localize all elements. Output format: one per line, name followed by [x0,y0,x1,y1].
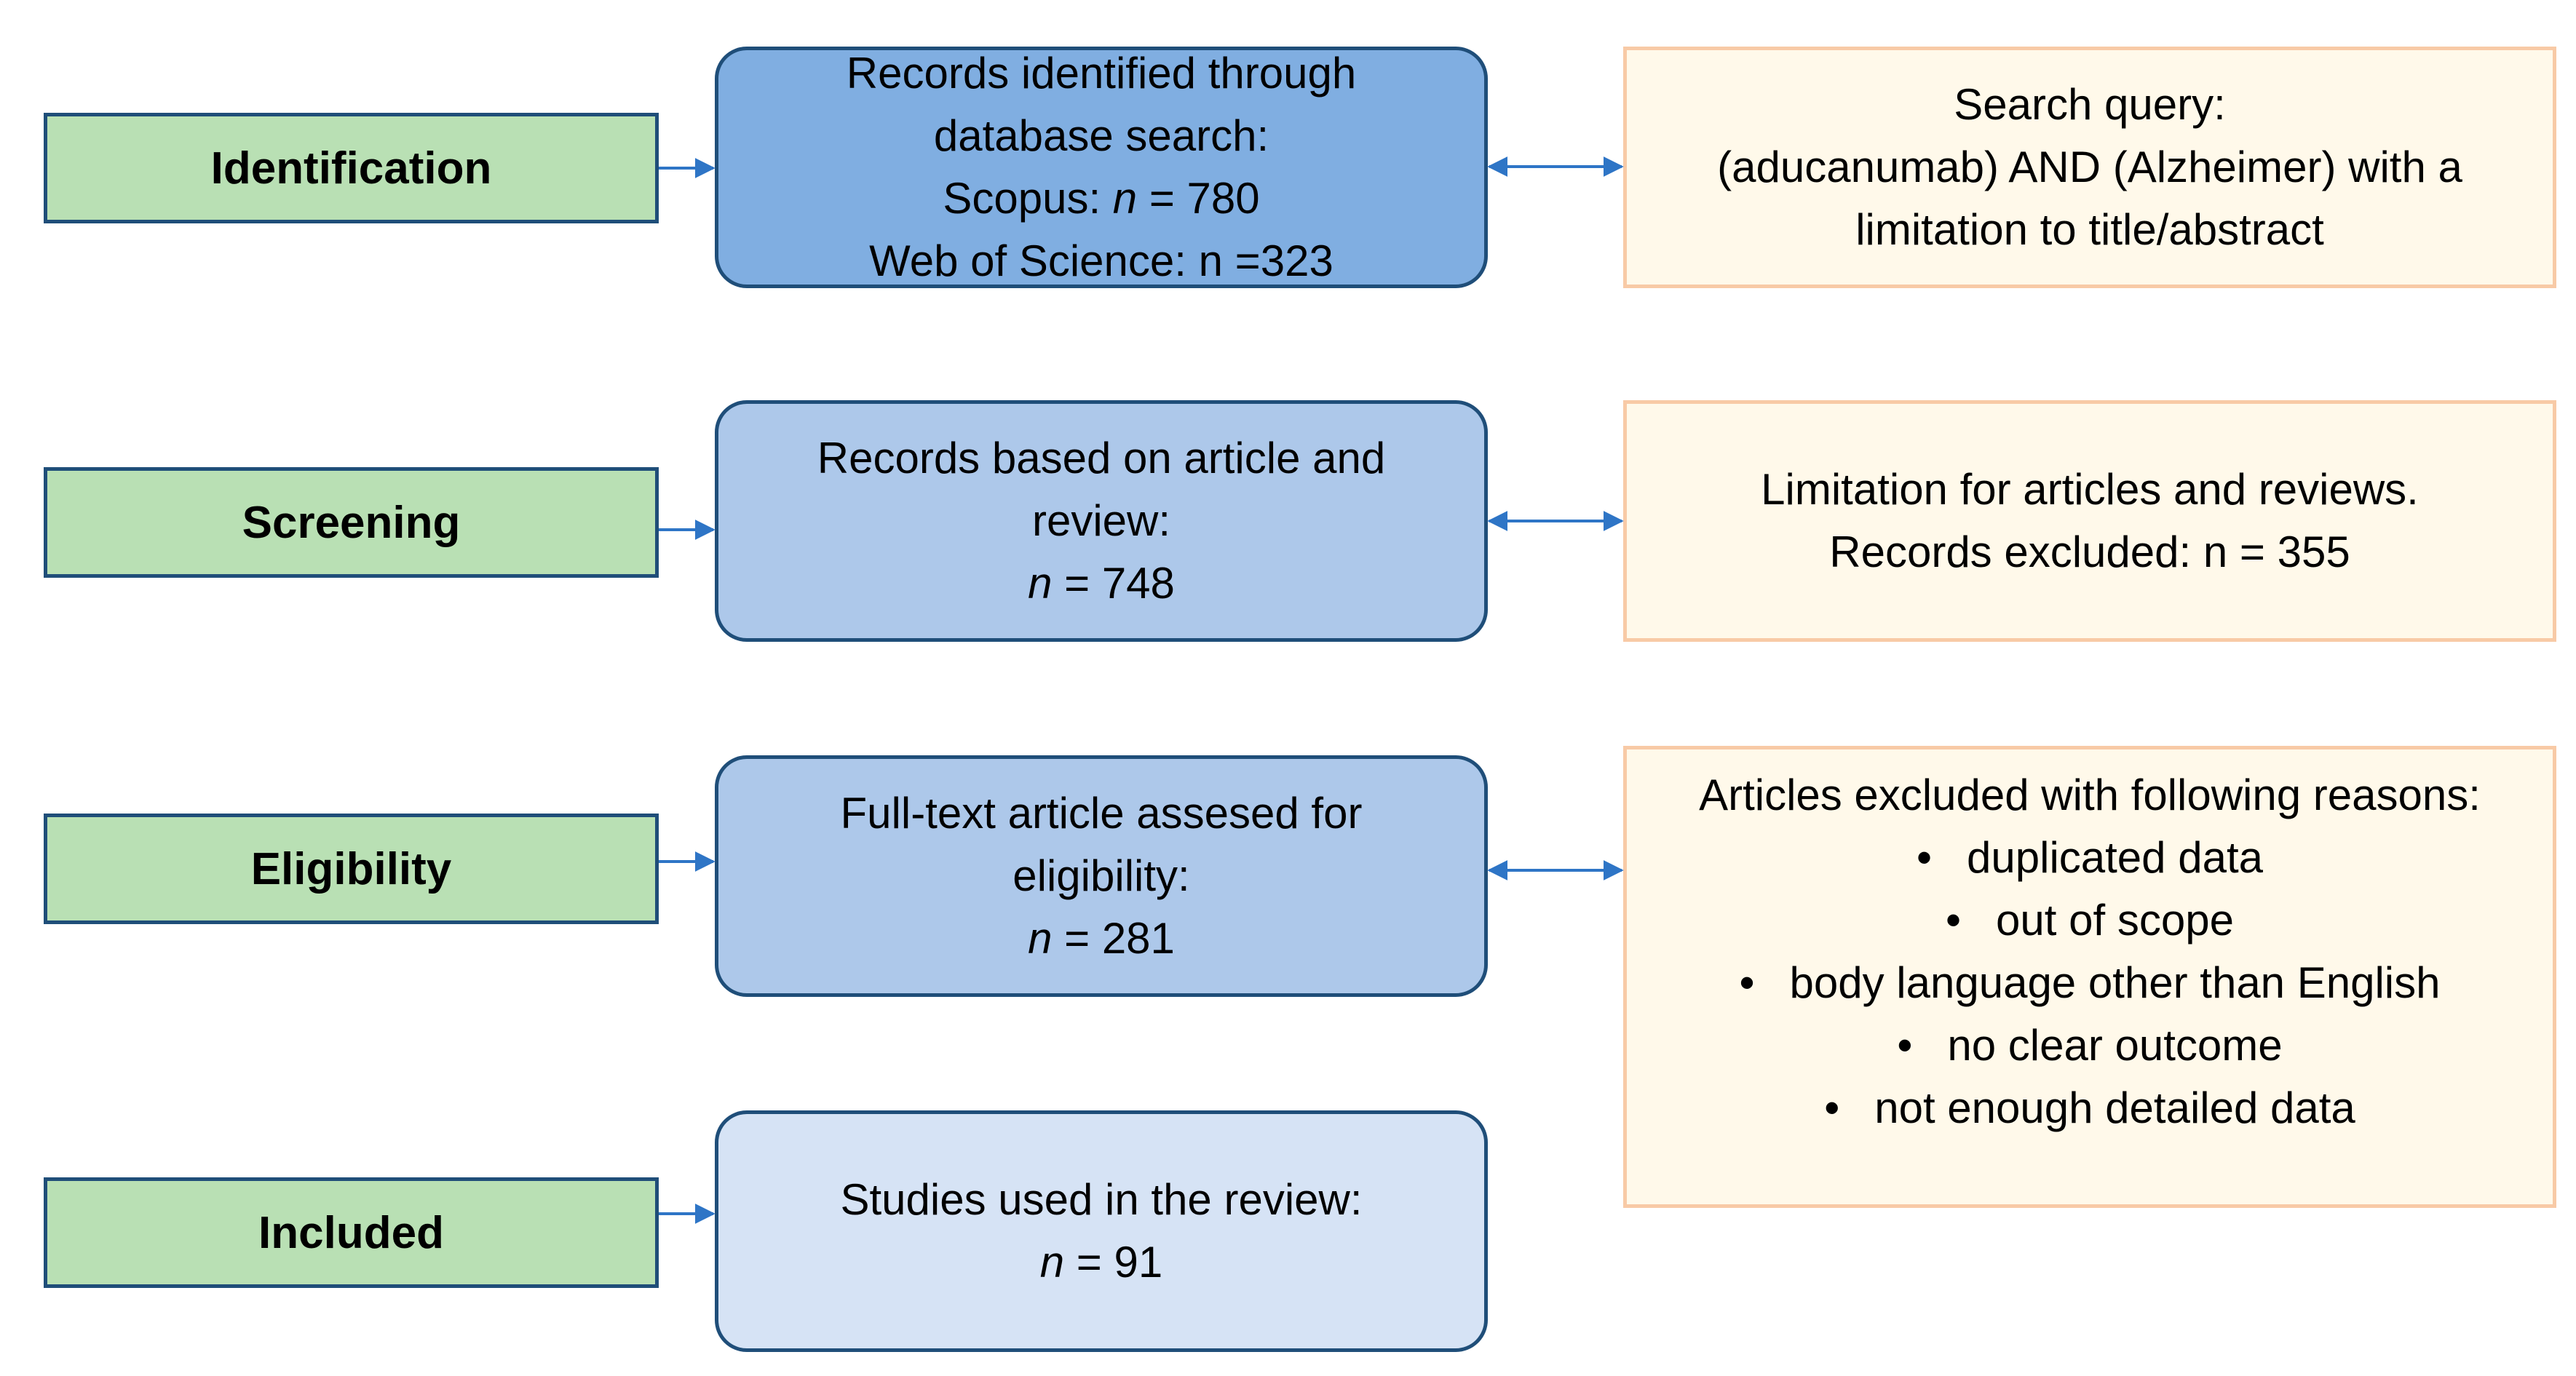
stage-eligibility-label: Eligibility [250,843,452,894]
records-eligible-box: Full-text article assesed for eligibilit… [715,755,1488,997]
limitation-line1: Limitation for articles and reviews. [1761,465,2419,514]
stage-screening: Screening [44,467,659,578]
records-eligible-line2: eligibility: [1012,851,1190,900]
limitation-line2: Records excluded: n = 355 [1829,528,2350,576]
stage-included-label: Included [258,1207,444,1258]
stage-included: Included [44,1177,659,1288]
search-query-note: Search query: (aducanumab) AND (Alzheime… [1623,47,2556,288]
eligible-value: = 281 [1052,914,1175,963]
n-symbol: n [1028,559,1053,608]
records-eligible-line1: Full-text article assesed for [840,789,1363,838]
limitation-note: Limitation for articles and reviews. Rec… [1623,400,2556,642]
search-query-line2: (aducanumab) AND (Alzheimer) with a [1717,143,2462,191]
stage-identification-label: Identification [210,143,492,194]
records-identified-line2: database search: [933,111,1269,160]
exclusion-reason-item: no clear outcome [1897,1014,2282,1077]
stage-eligibility: Eligibility [44,814,659,924]
included-value: = 91 [1064,1238,1163,1286]
screened-value: = 748 [1052,559,1175,608]
exclusion-heading: Articles excluded with following reasons… [1699,771,2481,819]
search-query-line1: Search query: [1954,80,2226,129]
exclusion-reason-item: out of scope [1946,889,2234,952]
n-symbol: n [1028,914,1053,963]
exclusion-reason-item: duplicated data [1917,827,2263,889]
n-symbol: n [1112,174,1138,223]
stage-screening-label: Screening [242,497,461,548]
scopus-label: Scopus: [943,174,1113,223]
records-identified-box: Records identified through database sear… [715,47,1488,288]
exclusion-reason-item: not enough detailed data [1824,1077,2355,1140]
n-symbol: n [1039,1238,1065,1286]
records-identified-line1: Records identified through [846,49,1357,98]
stage-identification: Identification [44,113,659,223]
records-screened-line2: review: [1031,496,1171,545]
scopus-count: Scopus: n = 780 [943,167,1259,230]
studies-included-box: Studies used in the review: n = 91 [715,1110,1488,1352]
wos-count: Web of Science: n =323 [869,236,1333,285]
records-screened-count: n = 748 [1028,552,1175,615]
records-screened-line1: Records based on article and [817,434,1386,482]
studies-included-count: n = 91 [1040,1231,1163,1294]
exclusion-reason-item: body language other than English [1739,952,2440,1014]
scopus-value: = 780 [1137,174,1260,223]
records-screened-box: Records based on article and review: n =… [715,400,1488,642]
search-query-line3: limitation to title/abstract [1855,205,2324,254]
records-eligible-count: n = 281 [1028,907,1175,970]
exclusion-reasons-note: Articles excluded with following reasons… [1623,746,2556,1208]
studies-included-line1: Studies used in the review: [840,1175,1363,1224]
